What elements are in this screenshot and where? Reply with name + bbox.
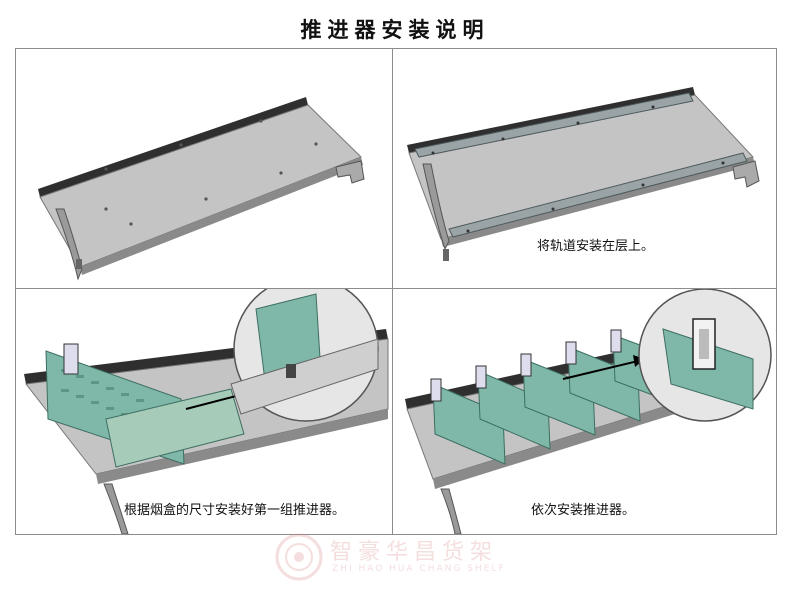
panel-step-1 bbox=[15, 48, 394, 290]
panel-step-3: 根据烟盒的尺寸安装好第一组推进器。 bbox=[15, 288, 394, 535]
panel-step-4: 依次安装推进器。 bbox=[392, 288, 777, 535]
watermark-logo: 智豪华昌货架 ZHI HAO HUA CHANG SHELF bbox=[270, 532, 530, 582]
panel-caption-4: 依次安装推进器。 bbox=[531, 503, 636, 518]
page-title: 推进器安装说明 bbox=[300, 18, 490, 42]
pusher-illustration-3 bbox=[24, 289, 389, 534]
watermark-chinese: 智豪华昌货架 bbox=[330, 540, 499, 565]
shelf-illustration-1 bbox=[38, 97, 365, 281]
panel-step-2: 将轨道安装在层上。 bbox=[392, 48, 777, 290]
watermark-english: ZHI HAO HUA CHANG SHELF bbox=[332, 564, 506, 574]
seal-icon bbox=[275, 533, 323, 581]
pusher-illustration-4 bbox=[405, 289, 772, 534]
panel-caption-3: 根据烟盒的尺寸安装好第一组推进器。 bbox=[124, 503, 346, 518]
panel-caption-2: 将轨道安装在层上。 bbox=[537, 239, 655, 254]
shelf-illustration-2 bbox=[407, 87, 760, 261]
